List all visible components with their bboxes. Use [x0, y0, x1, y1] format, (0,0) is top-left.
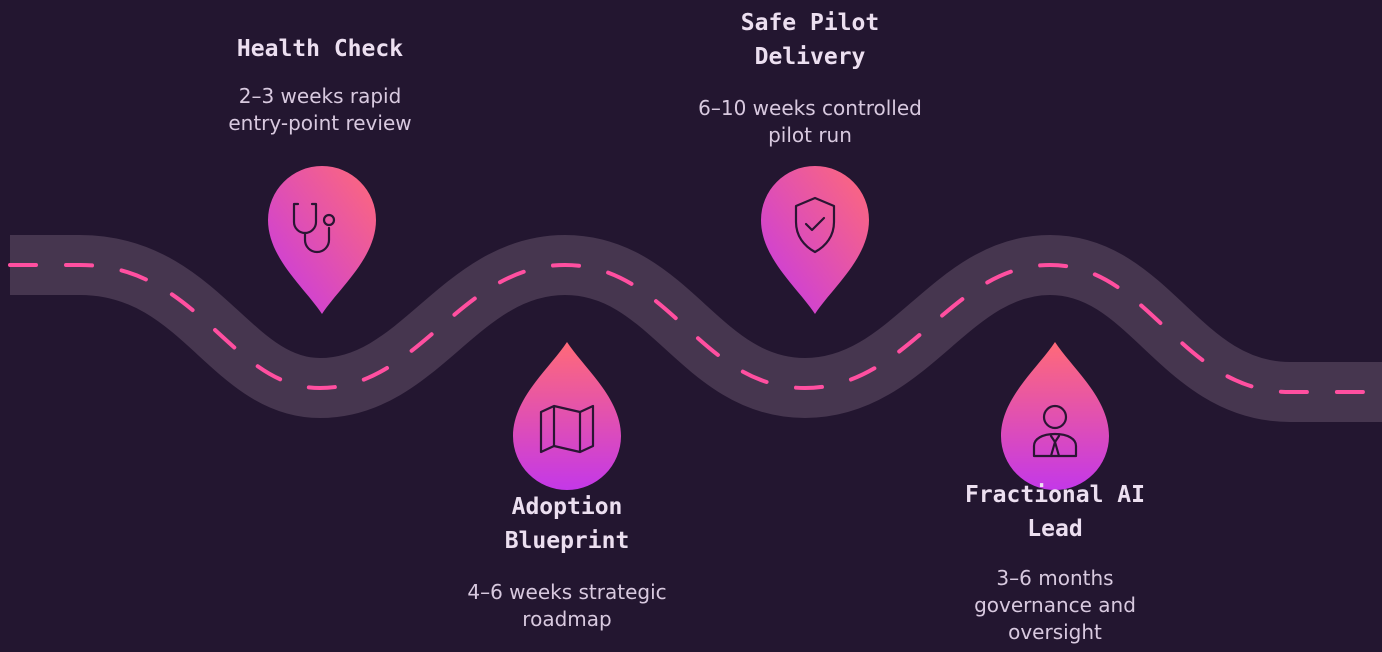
road-center-line: [8, 262, 1382, 394]
pin-marker: [513, 342, 621, 490]
stage-desc-fractional-ai-lead: 3–6 months governance and oversight: [974, 566, 1136, 644]
map-icon: [539, 404, 595, 454]
stage-pin-adoption-blueprint: [513, 342, 621, 490]
stage-title-health-check: Health Check: [236, 36, 404, 62]
advisor-icon: [1032, 404, 1078, 458]
pin-marker: [268, 166, 376, 314]
stage-pin-safe-pilot-delivery: [761, 166, 869, 314]
pin-marker: [761, 166, 869, 314]
stethoscope-icon: [292, 202, 336, 254]
stage-desc-safe-pilot-delivery: 6–10 weeks controlled pilot run: [698, 96, 922, 147]
stage-pin-fractional-ai-lead: [1001, 342, 1109, 490]
stage-title-adoption-blueprint: Adoption Blueprint: [504, 494, 630, 554]
shield-check-icon: [794, 196, 836, 254]
pin-marker: [1001, 342, 1109, 490]
stage-title-safe-pilot-delivery: Safe Pilot Delivery: [740, 10, 880, 70]
stage-desc-adoption-blueprint: 4–6 weeks strategic roadmap: [467, 580, 667, 631]
stage-title-fractional-ai-lead: Fractional AI Lead: [964, 482, 1145, 542]
stage-pin-health-check: [268, 166, 376, 314]
stage-desc-health-check: 2–3 weeks rapid entry-point review: [228, 84, 412, 135]
